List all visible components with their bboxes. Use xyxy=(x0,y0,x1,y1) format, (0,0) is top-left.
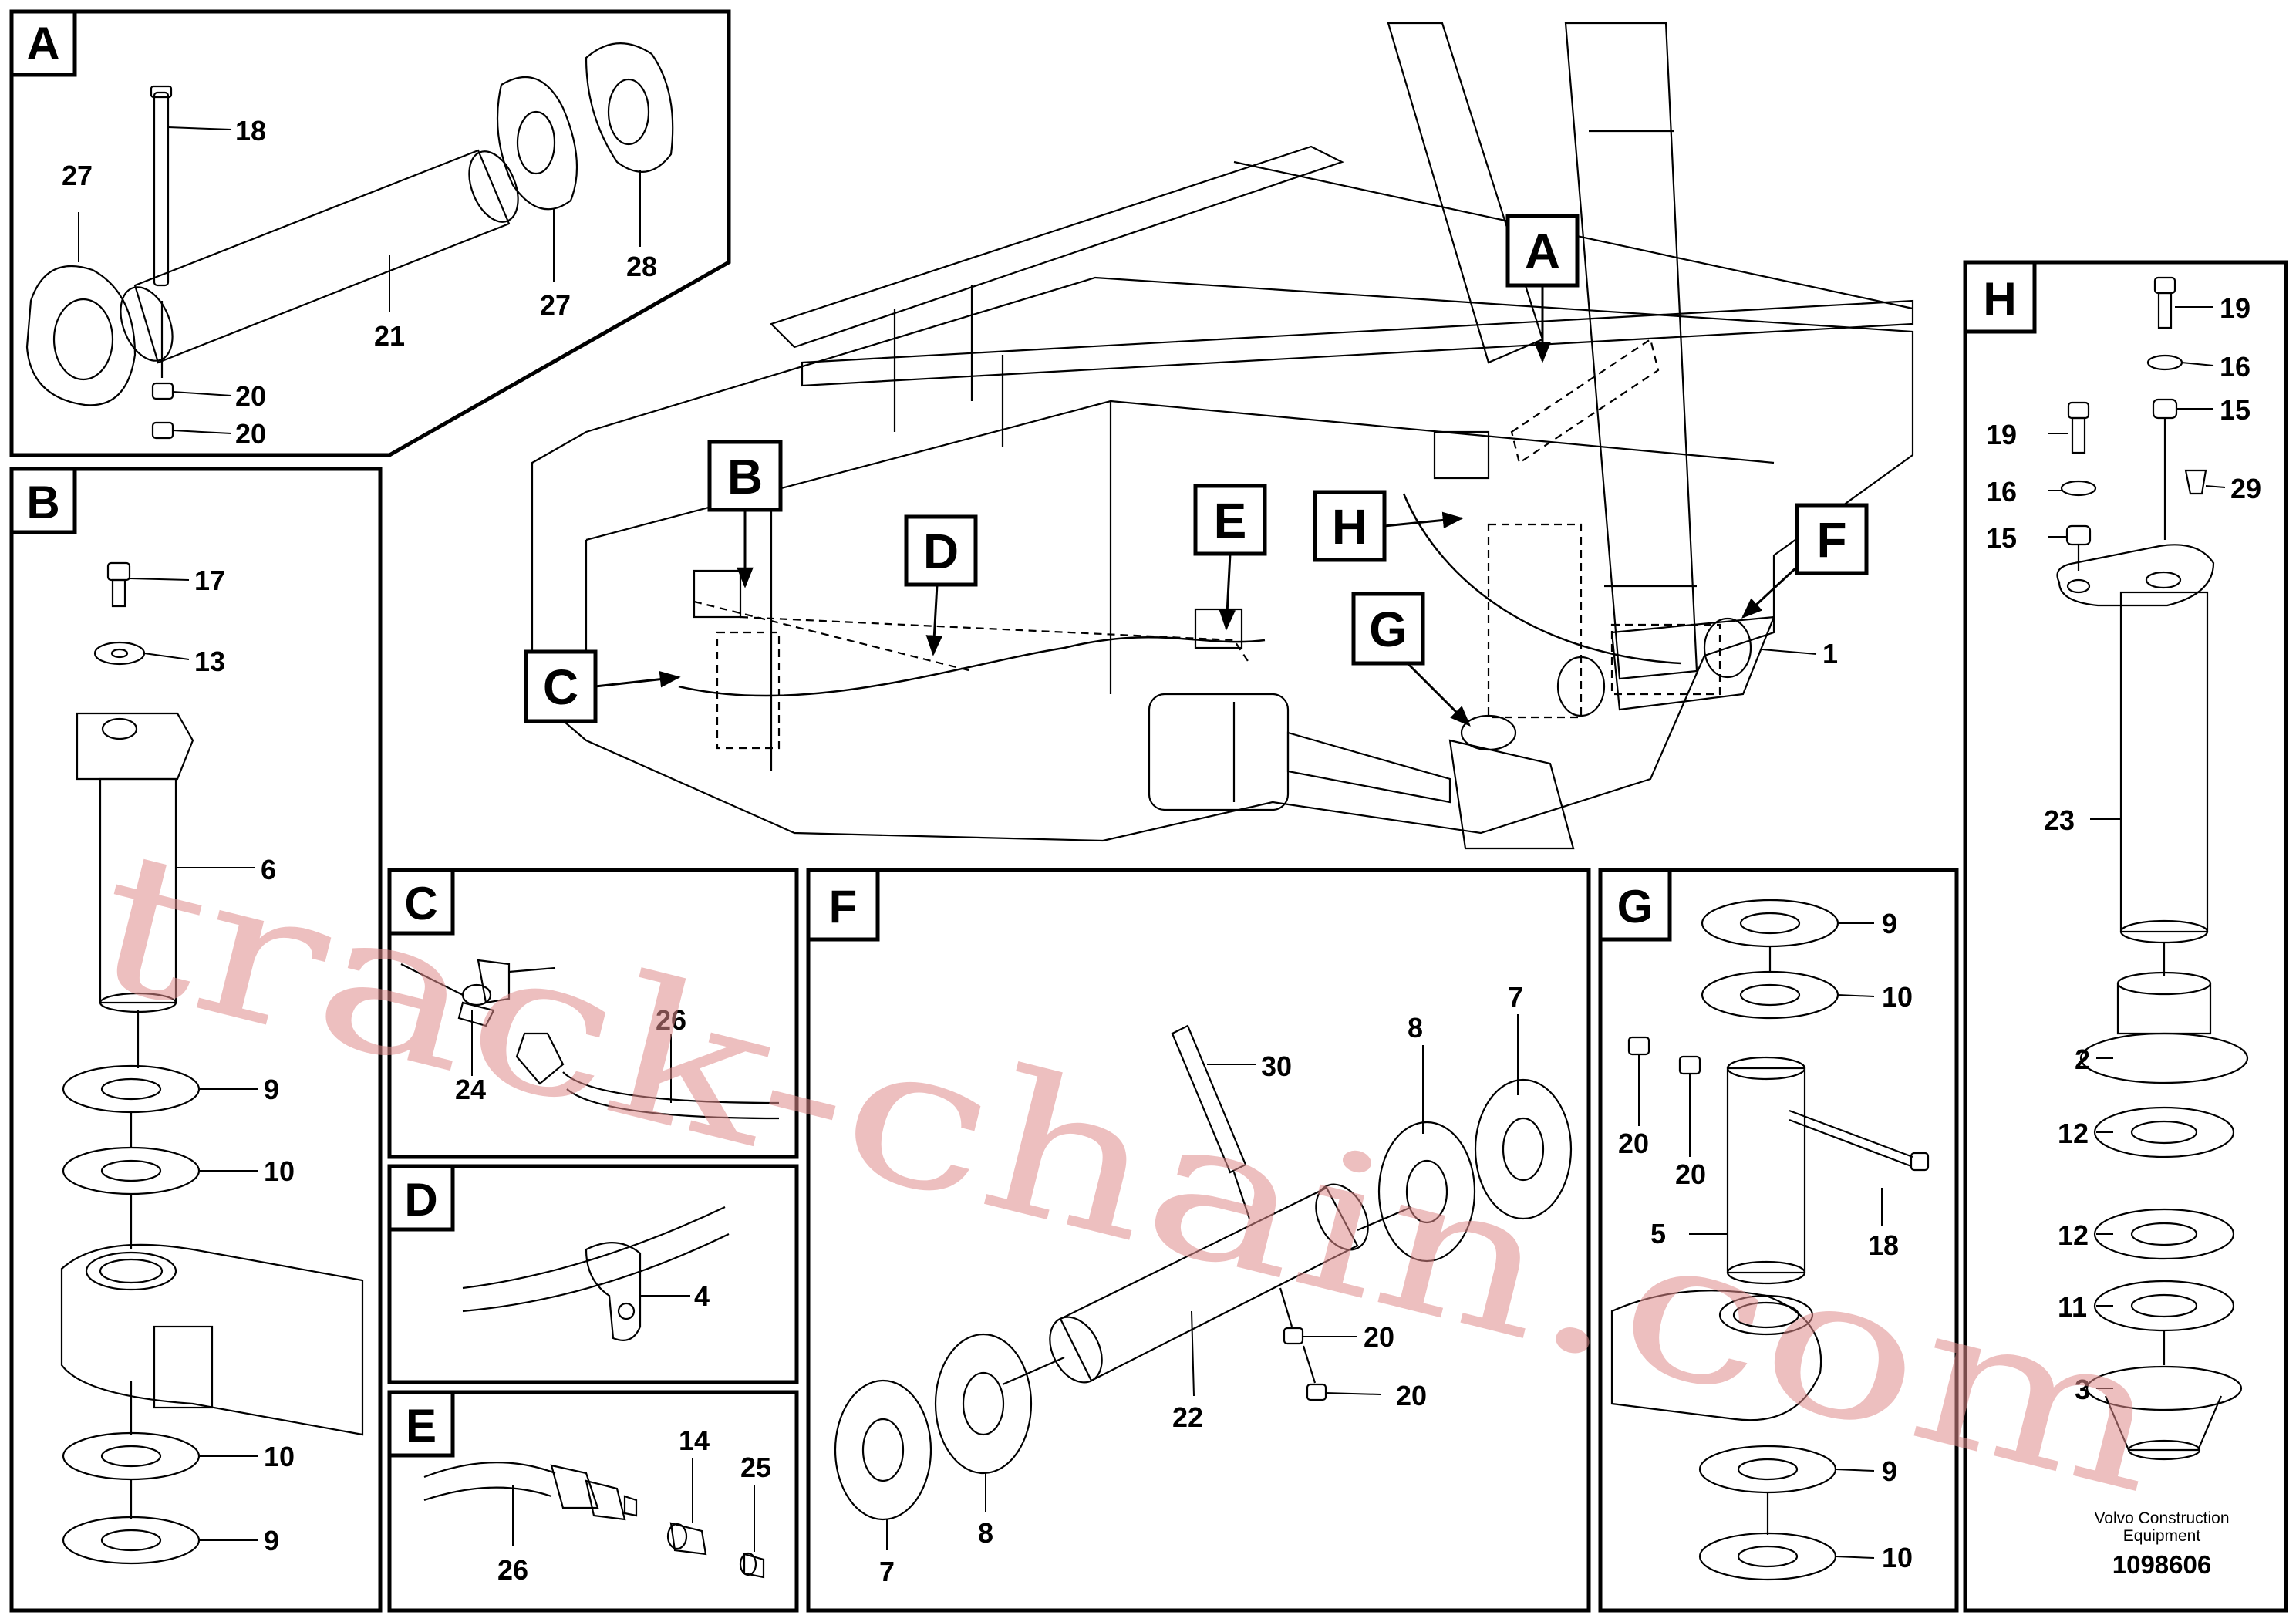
view-label: C xyxy=(404,878,437,929)
panel-G: G xyxy=(1598,868,1959,1613)
part-callout: 8 xyxy=(1408,1012,1423,1044)
part-callout: 23 xyxy=(2044,804,2075,836)
part-callout: 20 xyxy=(1364,1321,1394,1353)
part-callout: 5 xyxy=(1650,1218,1666,1249)
panel-A: A xyxy=(9,9,731,457)
part-callout: 1 xyxy=(1822,638,1838,669)
panel-F: F xyxy=(806,868,1591,1613)
part-callout: 7 xyxy=(879,1556,895,1587)
footer-line2: Equipment xyxy=(2123,1527,2201,1545)
part-callout: 22 xyxy=(1172,1401,1203,1433)
part-callout: 20 xyxy=(1675,1158,1706,1190)
main-label-A: A xyxy=(1505,214,1580,363)
part-callout: 27 xyxy=(62,160,93,191)
part-callout: 9 xyxy=(1882,1455,1897,1487)
part-callout: 10 xyxy=(1882,981,1913,1013)
view-label: B xyxy=(727,449,763,504)
view-label: G xyxy=(1369,602,1408,657)
part-callout: 11 xyxy=(2058,1291,2087,1323)
part-callout: 7 xyxy=(1508,981,1523,1013)
part-callout: 8 xyxy=(978,1517,993,1549)
part-callout: 9 xyxy=(264,1074,279,1105)
part-callout: 29 xyxy=(2230,473,2261,504)
panel-H: H xyxy=(1963,260,2288,1613)
main-label-E: E xyxy=(1193,484,1267,631)
view-label: H xyxy=(1983,273,2016,325)
view-label: H xyxy=(1332,499,1367,555)
part-callout: 13 xyxy=(194,646,225,677)
part-callout: 20 xyxy=(1618,1128,1649,1159)
part-callout: 21 xyxy=(374,320,405,352)
main-assembly xyxy=(531,22,1914,850)
part-callout: 10 xyxy=(264,1441,295,1472)
main-label-C: C xyxy=(524,649,681,723)
part-callout: 9 xyxy=(264,1525,279,1556)
part-callout: 16 xyxy=(1986,476,2017,508)
part-callout: 15 xyxy=(2220,394,2250,426)
view-label: D xyxy=(923,524,959,579)
part-callout: 17 xyxy=(194,565,225,596)
footer-line1: Volvo Construction xyxy=(2094,1509,2229,1527)
panel-E: E 14 25 26 xyxy=(387,1390,799,1613)
view-label: F xyxy=(1816,512,1846,568)
part-callout: 12 xyxy=(2058,1118,2089,1149)
main-label-D: D xyxy=(904,514,978,656)
view-label: A xyxy=(1525,224,1560,279)
part-callout: 30 xyxy=(1261,1050,1292,1082)
part-callout: 20 xyxy=(235,418,266,450)
part-callout: 9 xyxy=(1882,908,1897,939)
part-callout: 16 xyxy=(2220,351,2250,383)
part-callout: 20 xyxy=(235,380,266,412)
panel-C: C 24 26 xyxy=(387,868,799,1159)
panel-D: D 4 xyxy=(387,1164,799,1384)
part-callout: 6 xyxy=(261,854,276,885)
main-label-H: H xyxy=(1313,490,1464,562)
part-callout: 19 xyxy=(2220,292,2250,324)
part-callout: 10 xyxy=(1882,1542,1913,1573)
main-label-G: G xyxy=(1351,592,1471,727)
part-callout: 24 xyxy=(455,1074,486,1105)
part-callout: 4 xyxy=(694,1280,710,1312)
part-callout: 18 xyxy=(1868,1229,1899,1261)
part-callout: 20 xyxy=(1396,1380,1427,1411)
part-callout: 18 xyxy=(235,115,266,147)
part-callout: 28 xyxy=(626,251,657,282)
part-callout: 10 xyxy=(264,1155,295,1187)
view-label: E xyxy=(406,1400,437,1452)
part-callout: 26 xyxy=(497,1554,528,1586)
part-callout: 3 xyxy=(2075,1374,2090,1405)
part-callout: 2 xyxy=(2075,1044,2090,1075)
view-label: C xyxy=(543,659,578,715)
part-callout: 25 xyxy=(740,1452,771,1483)
part-callout: 26 xyxy=(656,1004,686,1036)
view-label: E xyxy=(1214,493,1247,548)
part-callout: 15 xyxy=(1986,522,2017,554)
part-callout: 12 xyxy=(2058,1219,2089,1251)
part-callout: 19 xyxy=(1986,419,2017,450)
view-label: D xyxy=(404,1174,437,1226)
view-label: A xyxy=(26,18,59,69)
main-callout-1: 1 xyxy=(1762,638,1838,669)
view-label: F xyxy=(829,881,858,932)
main-label-B: B xyxy=(707,440,783,588)
view-label: B xyxy=(26,477,59,528)
footer-number: 1098606 xyxy=(2112,1550,2211,1579)
panel-B: B xyxy=(9,467,383,1613)
view-label: G xyxy=(1617,881,1654,932)
main-label-F: F xyxy=(1741,503,1869,619)
part-callout: 14 xyxy=(679,1425,710,1456)
part-callout: 27 xyxy=(540,289,571,321)
